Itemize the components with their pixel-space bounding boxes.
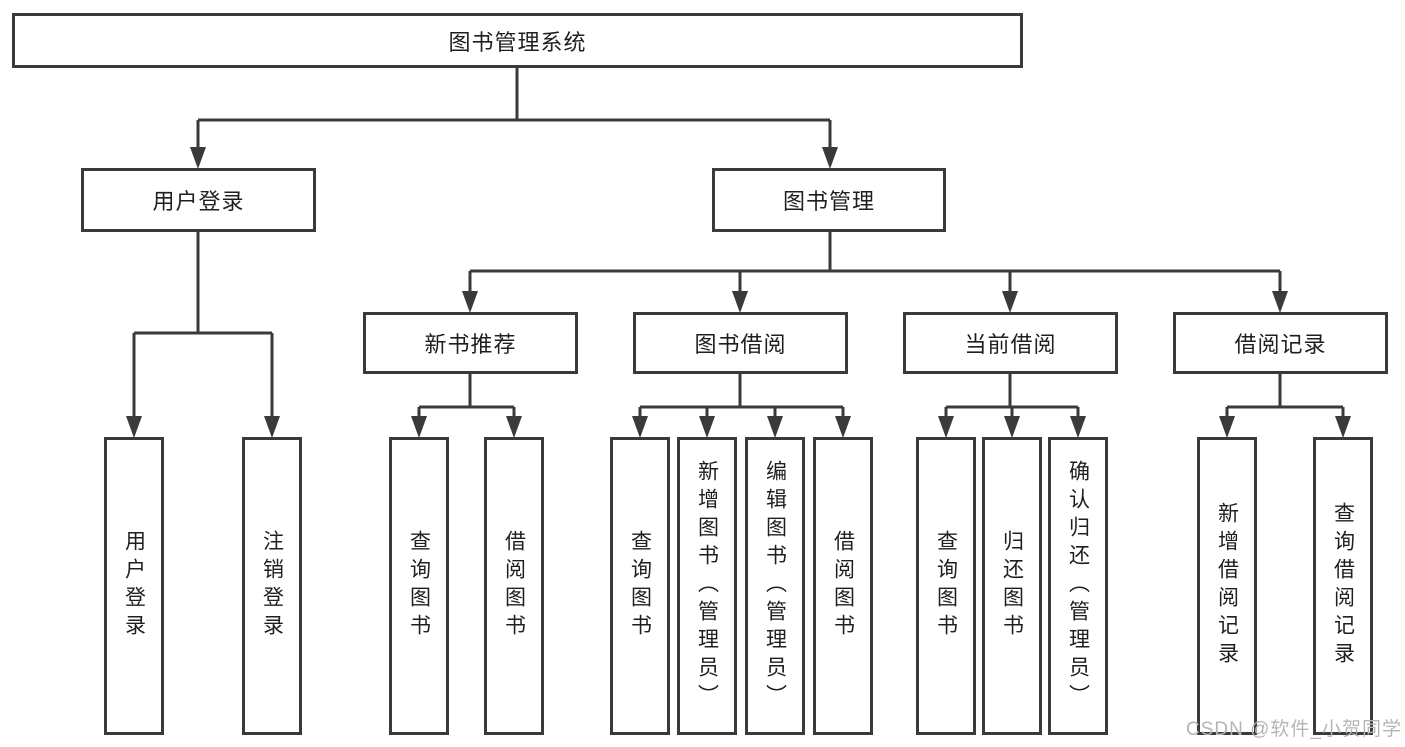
node-book-management: 图书管理 — [712, 168, 946, 232]
node-current-borrow: 当前借阅 — [903, 312, 1118, 374]
leaf-query-books-borrow: 查询图书 — [610, 437, 670, 735]
arrowhead — [1335, 416, 1351, 438]
leaf-return-books: 归还图书 — [982, 437, 1042, 735]
node-user-login: 用户登录 — [81, 168, 316, 232]
arrowhead — [699, 416, 715, 438]
arrowhead — [1070, 416, 1086, 438]
connector-book-borrow — [638, 374, 845, 420]
arrowhead — [1219, 416, 1235, 438]
connector-new-book — [417, 374, 516, 420]
connector-borrow-records — [1225, 374, 1345, 420]
arrowhead — [732, 291, 748, 313]
arrowhead — [462, 291, 478, 313]
node-borrow-records: 借阅记录 — [1173, 312, 1388, 374]
arrowhead — [822, 147, 838, 169]
arrowhead — [190, 147, 206, 169]
leaf-add-borrow-record: 新增借阅记录 — [1197, 437, 1257, 735]
leaf-query-books-current: 查询图书 — [916, 437, 976, 735]
arrowhead — [264, 416, 280, 438]
leaf-logout: 注销登录 — [242, 437, 302, 735]
leaf-borrow-books-recommend: 借阅图书 — [484, 437, 544, 735]
arrowhead — [938, 416, 954, 438]
leaf-edit-books-admin: 编辑图书（管理员） — [745, 437, 805, 735]
node-book-borrow: 图书借阅 — [633, 312, 848, 374]
arrowhead — [835, 416, 851, 438]
arrowhead — [767, 416, 783, 438]
csdn-watermark: CSDN @软件_小贺同学 — [1186, 719, 1402, 740]
leaf-borrow-books: 借阅图书 — [813, 437, 873, 735]
arrowhead — [411, 416, 427, 438]
arrowhead — [126, 416, 142, 438]
arrowhead — [1002, 291, 1018, 313]
node-root: 图书管理系统 — [12, 13, 1023, 68]
arrowhead — [1272, 291, 1288, 313]
leaf-confirm-return-admin: 确认归还（管理员） — [1048, 437, 1108, 735]
leaf-user-login: 用户登录 — [104, 437, 164, 735]
connector-current-borrow — [944, 374, 1080, 420]
connector-book-management — [468, 232, 1282, 295]
leaf-add-books-admin: 新增图书（管理员） — [677, 437, 737, 735]
arrowhead — [1004, 416, 1020, 438]
connector-root — [196, 68, 832, 152]
leaf-query-books-recommend: 查询图书 — [389, 437, 449, 735]
node-new-book-recommend: 新书推荐 — [363, 312, 578, 374]
connector-user-login — [132, 232, 274, 420]
leaf-query-borrow-record: 查询借阅记录 — [1313, 437, 1373, 735]
arrowhead — [632, 416, 648, 438]
arrowhead — [506, 416, 522, 438]
